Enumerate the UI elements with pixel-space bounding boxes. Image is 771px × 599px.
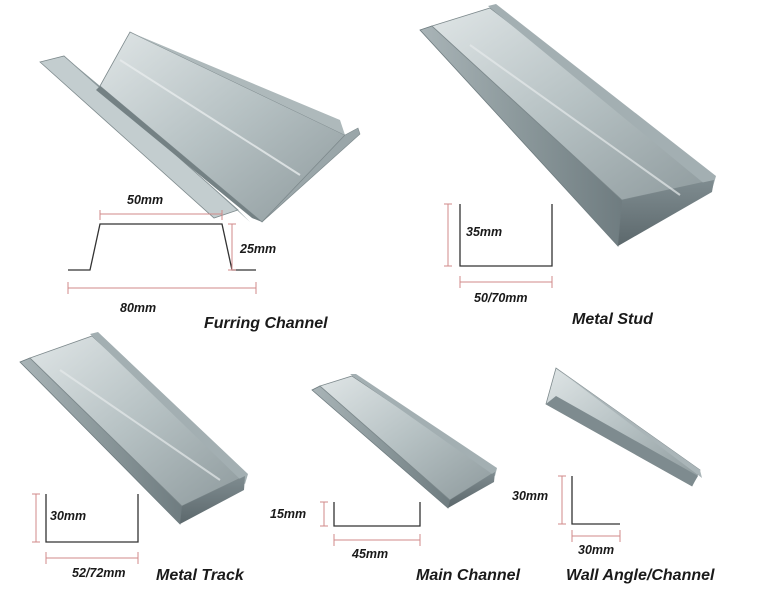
stud-height-label: 35mm xyxy=(466,225,502,239)
stud-width-label: 50/70mm xyxy=(474,291,528,305)
track-height-label: 30mm xyxy=(50,509,86,523)
main-channel-illustration xyxy=(311,374,497,509)
main-channel-title: Main Channel xyxy=(416,567,521,584)
metal-stud-illustration xyxy=(419,4,716,247)
furring-base-label: 80mm xyxy=(120,301,156,315)
track-width-label: 52/72mm xyxy=(72,566,126,580)
wall-angle-title: Wall Angle/Channel xyxy=(566,567,715,584)
wall-angle-illustration xyxy=(545,367,702,487)
furring-channel-title: Furring Channel xyxy=(204,315,328,332)
furring-height-label: 25mm xyxy=(239,242,276,256)
metal-stud-title: Metal Stud xyxy=(572,311,654,328)
metal-stud-profile xyxy=(444,203,553,288)
main-channel-width-label: 45mm xyxy=(351,547,388,561)
main-channel-profile xyxy=(320,501,421,546)
furring-channel-profile xyxy=(67,210,257,294)
furring-channel-illustration xyxy=(39,31,361,223)
main-channel-height-label: 15mm xyxy=(270,507,306,521)
furring-width-label: 50mm xyxy=(127,193,163,207)
angle-height-label: 30mm xyxy=(512,489,548,503)
metal-track-illustration xyxy=(19,332,248,525)
metal-track-profile xyxy=(32,493,139,564)
angle-width-label: 30mm xyxy=(578,543,614,557)
metal-track-title: Metal Track xyxy=(156,567,245,584)
wall-angle-profile xyxy=(558,475,621,542)
